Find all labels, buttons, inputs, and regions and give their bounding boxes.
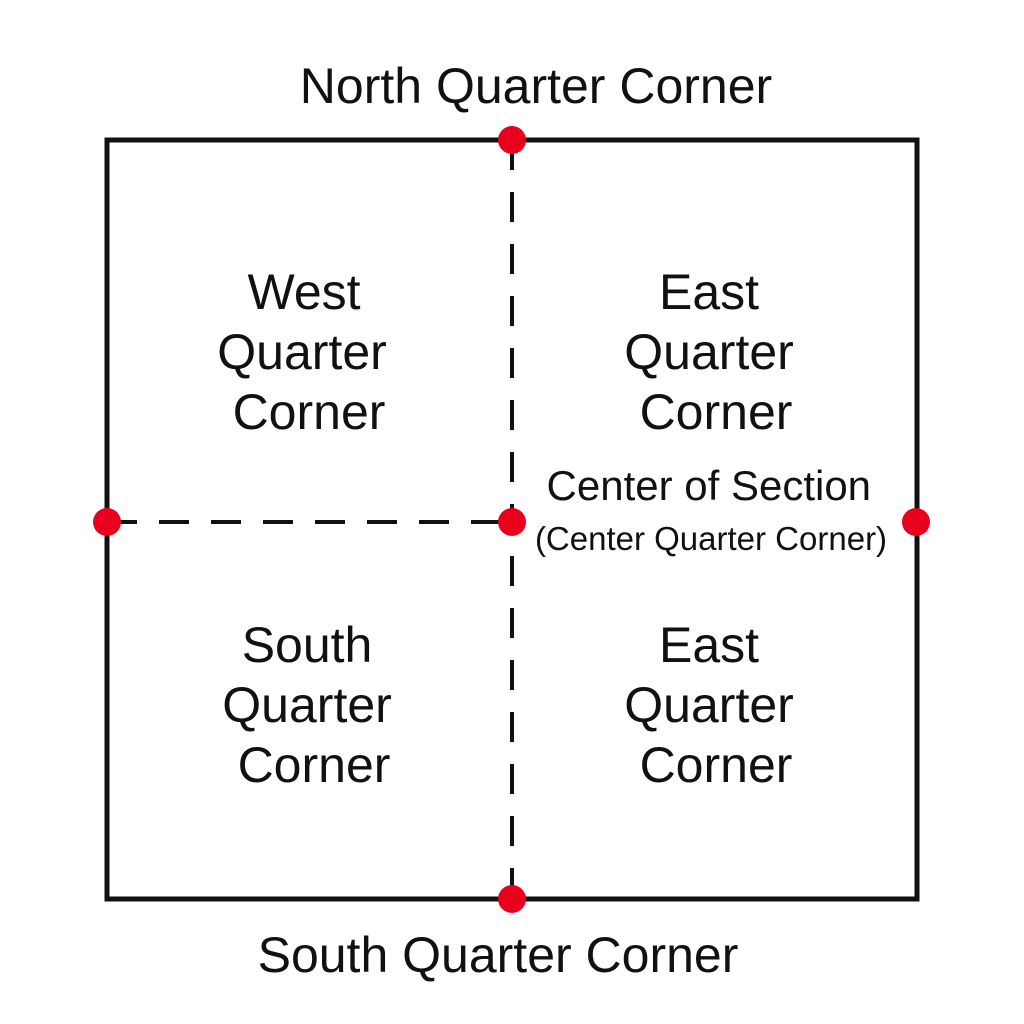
center-quarter-corner-subtitle: (Center Quarter Corner) (535, 520, 887, 557)
southeast-quadrant-label: East Quarter Corner (624, 617, 807, 793)
northeast-quadrant-label-line: Quarter (624, 324, 794, 380)
center-of-section-label: Center of Section (Center Quarter Corner… (535, 462, 887, 557)
center-quarter-corner-marker (498, 508, 526, 536)
northwest-quadrant-label-line: West (248, 264, 361, 320)
northeast-quadrant-label-line: East (659, 264, 759, 320)
southeast-quadrant-label-line: East (659, 617, 759, 673)
southwest-quadrant-label-line: Quarter (222, 677, 392, 733)
southwest-quadrant-label: South Quarter Corner (222, 617, 405, 793)
west-quarter-corner-marker (93, 508, 121, 536)
center-of-section-title: Center of Section (547, 462, 872, 509)
south-quarter-corner-marker (498, 885, 526, 913)
south-quarter-corner-label: South Quarter Corner (258, 927, 739, 983)
east-quarter-corner-marker (902, 508, 930, 536)
northeast-quadrant-label-line: Corner (640, 384, 793, 440)
northeast-quadrant-label: East Quarter Corner (624, 264, 807, 440)
southeast-quadrant-label-line: Quarter (624, 677, 794, 733)
southwest-quadrant-label-line: South (242, 617, 373, 673)
northwest-quadrant-label-line: Quarter (217, 324, 387, 380)
northwest-quadrant-label: West Quarter Corner (217, 264, 400, 440)
north-quarter-corner-marker (498, 126, 526, 154)
southwest-quadrant-label-line: Corner (238, 737, 391, 793)
northwest-quadrant-label-line: Corner (233, 384, 386, 440)
southeast-quadrant-label-line: Corner (640, 737, 793, 793)
north-quarter-corner-label: North Quarter Corner (300, 58, 772, 114)
